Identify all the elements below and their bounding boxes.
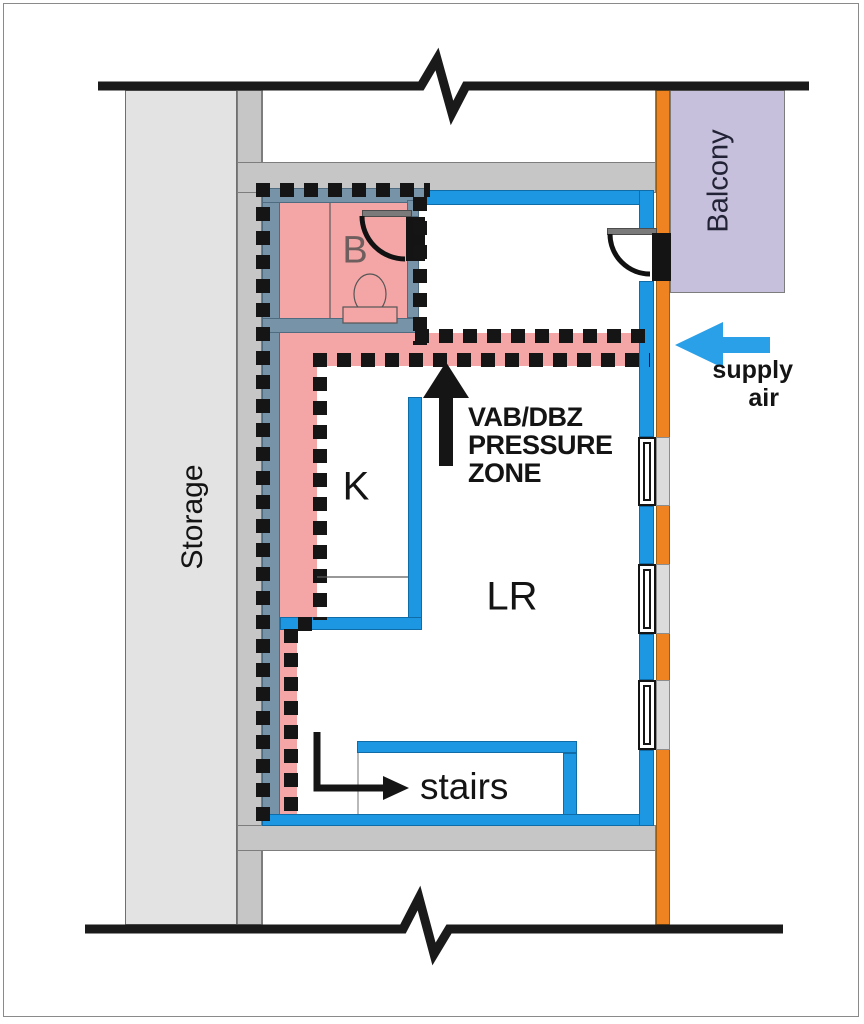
zone-boundary-dot [298, 617, 312, 631]
window-sill [656, 437, 670, 506]
living-room-label: LR [486, 574, 538, 619]
apartment-wall-top [425, 190, 654, 205]
zone-boundary-dots [415, 329, 650, 343]
supply-air-label-line1: supply [712, 356, 793, 384]
east-wall-segment [639, 750, 654, 826]
building-wall-bottom [237, 825, 656, 851]
window-sill [656, 680, 670, 750]
page-border [3, 3, 859, 1017]
pressure-zone-line2: PRESSURE [468, 430, 613, 460]
window-2-pane [643, 569, 651, 629]
balcony-door-header [607, 228, 657, 235]
balcony-door-jamb [652, 233, 671, 281]
bathroom-door-header [362, 210, 412, 217]
storage-label: Storage [176, 464, 209, 570]
exterior-recess-top [262, 89, 656, 163]
zone-boundary-dots [256, 183, 270, 826]
zone-boundary-dots [284, 629, 298, 820]
bathroom-wall-bottom [262, 318, 427, 333]
stairs-label: stairs [420, 766, 509, 807]
stairs-wall-top [357, 741, 577, 753]
zone-boundary-dots [313, 353, 327, 620]
pressure-zone-column [280, 333, 317, 618]
zone-boundary-dots [256, 183, 430, 197]
pressure-zone-line3: ZONE [468, 458, 542, 488]
window-3-pane [643, 685, 651, 745]
kitchen-label: K [342, 464, 370, 509]
kitchen-wall-bottom [280, 617, 422, 630]
apartment-wall-bottom [262, 814, 654, 826]
supply-air-label-line2: air [748, 384, 779, 412]
east-wall-segment [639, 506, 654, 564]
zone-boundary-dots [413, 197, 427, 345]
exterior-recess-bottom [262, 850, 656, 925]
kitchen-wall-right [408, 397, 422, 630]
window-1-pane [643, 442, 651, 501]
pressure-zone-label: VAB/DBZ PRESSURE ZONE [468, 403, 613, 487]
window-sill [656, 564, 670, 634]
zone-boundary-dots [313, 353, 650, 367]
exterior-facade-strip [656, 90, 670, 925]
balcony-label: Balcony [702, 129, 735, 233]
stairs-wall-right [563, 753, 577, 815]
east-wall-segment [639, 634, 654, 680]
bathroom-label: B [342, 229, 368, 272]
pressure-zone-line1: VAB/DBZ [468, 402, 583, 432]
